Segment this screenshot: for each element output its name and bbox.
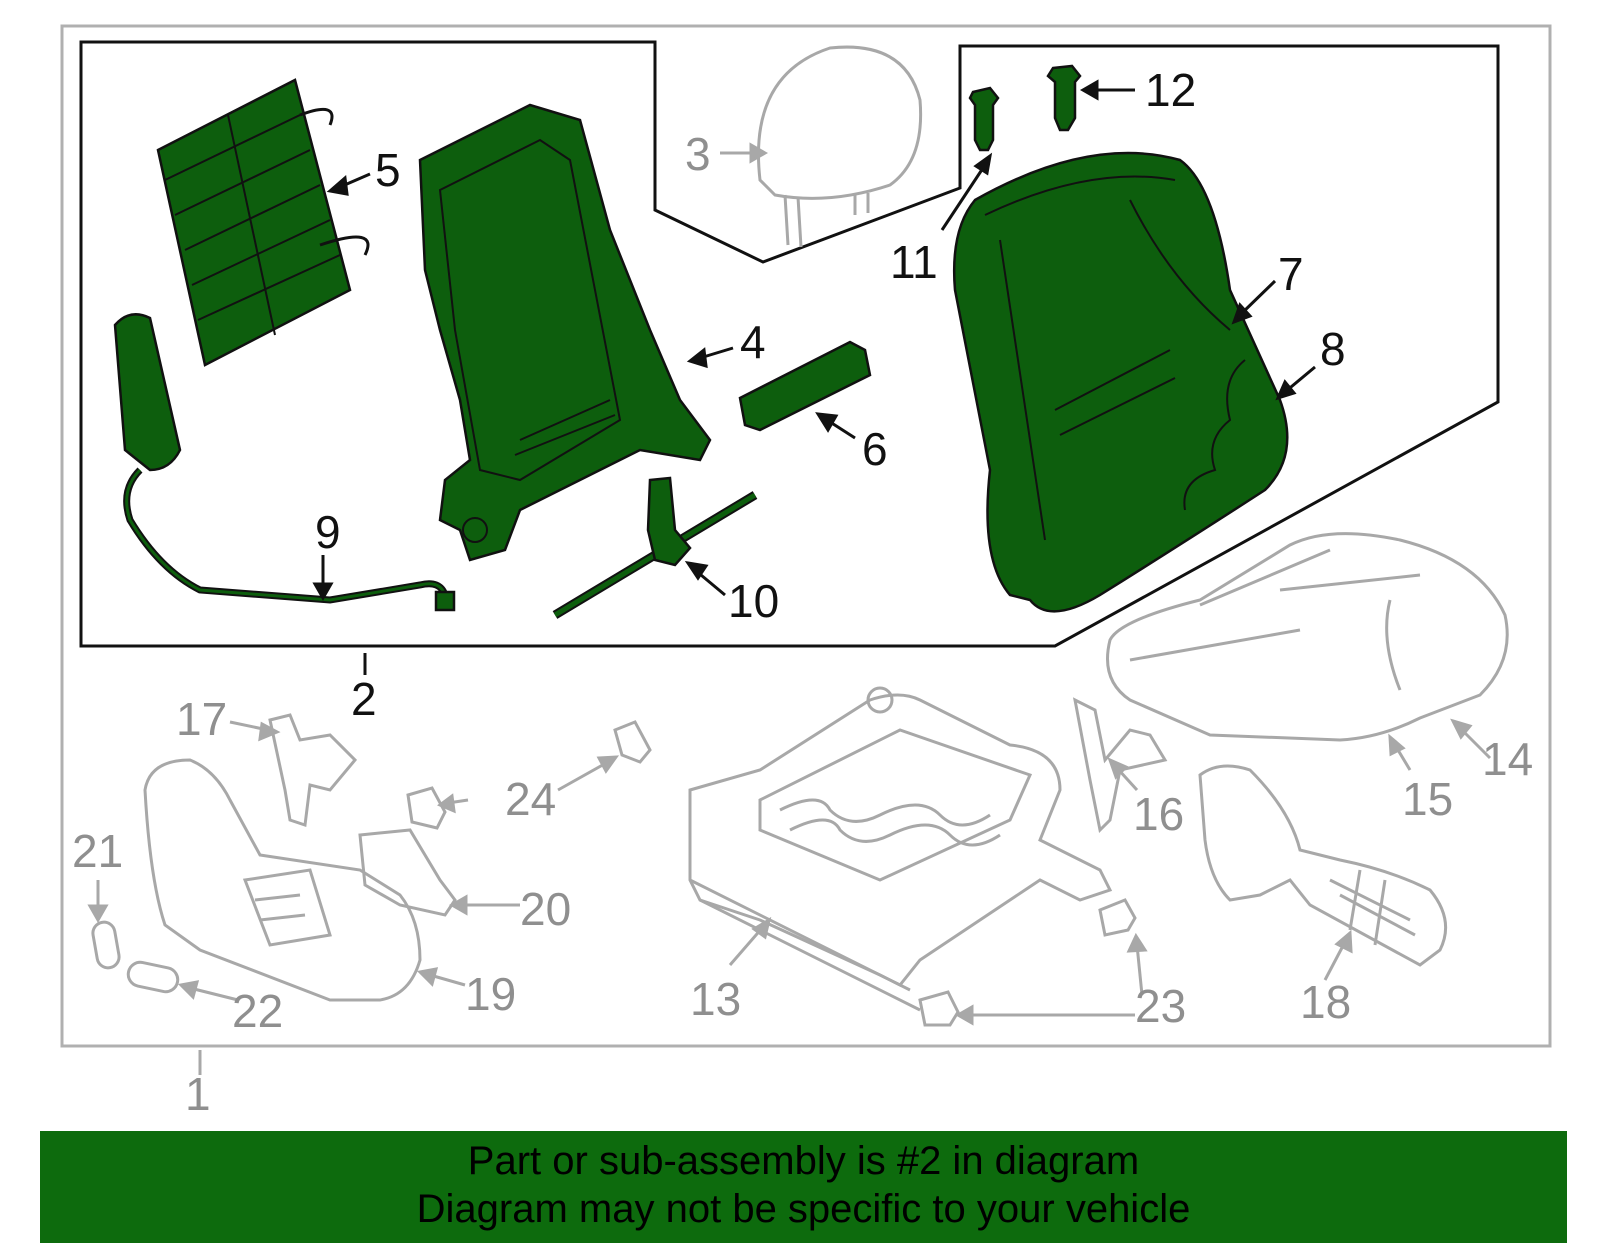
part-10-recliner xyxy=(552,476,758,619)
part-17-bracket xyxy=(268,713,358,828)
info-banner: Part or sub-assembly is #2 in diagram Di… xyxy=(40,1131,1567,1243)
part-22-knob xyxy=(126,960,180,994)
callout-9: 9 xyxy=(315,506,341,558)
callout-20: 20 xyxy=(520,883,571,935)
banner-line-1: Part or sub-assembly is #2 in diagram xyxy=(467,1139,1140,1183)
callout-17: 17 xyxy=(176,693,227,745)
gray-parts xyxy=(91,45,1509,1027)
callout-18: 18 xyxy=(1300,976,1351,1028)
part-24-clip-b xyxy=(406,786,447,830)
callout-12: 12 xyxy=(1145,64,1196,116)
part-19-side-shield xyxy=(143,758,422,1002)
callout-3: 3 xyxy=(685,128,711,180)
callout-11: 11 xyxy=(890,236,938,288)
callout-8: 8 xyxy=(1320,323,1346,375)
callout-2: 2 xyxy=(351,673,377,725)
callout-14: 14 xyxy=(1482,733,1533,785)
part-14-15-seat-cushion xyxy=(1106,532,1509,742)
part-7-8-seatback-cushion xyxy=(952,151,1289,613)
part-11-clip xyxy=(968,86,1000,152)
callout-6: 6 xyxy=(862,423,888,475)
callout-21: 21 xyxy=(72,825,123,877)
part-20-bracket xyxy=(358,828,457,917)
part-3-headrest xyxy=(756,45,923,248)
part-16-bracket xyxy=(1072,697,1168,834)
subassembly-frame-2 xyxy=(79,40,1500,648)
part-23-clip-b xyxy=(918,990,960,1027)
callout-1: 1 xyxy=(185,1068,211,1120)
callout-23: 23 xyxy=(1135,980,1186,1032)
part-18-side-shield xyxy=(1198,764,1448,967)
leaders-black xyxy=(312,79,1316,675)
leaders-gray xyxy=(87,142,1492,1075)
part-4-seatback-frame xyxy=(418,103,712,562)
callout-7: 7 xyxy=(1278,248,1304,300)
part-12-clip xyxy=(1046,64,1082,132)
part-5-lumbar-mat xyxy=(156,78,370,367)
part-24-clip-a xyxy=(613,720,652,764)
callout-24: 24 xyxy=(505,773,556,825)
callout-5: 5 xyxy=(375,144,401,196)
part-6-bracket xyxy=(738,340,872,432)
assembly-frame-1 xyxy=(60,24,1552,1048)
highlighted-parts xyxy=(113,64,1289,619)
callout-4: 4 xyxy=(740,316,766,368)
callout-22: 22 xyxy=(232,985,283,1037)
part-9-airbag-harness xyxy=(113,313,456,612)
callout-19: 19 xyxy=(465,968,516,1020)
part-21-knob xyxy=(91,920,121,970)
callout-13: 13 xyxy=(690,973,741,1025)
callout-10: 10 xyxy=(728,575,779,627)
part-23-clip-a xyxy=(1098,898,1137,937)
part-13-seat-track xyxy=(688,686,1113,1012)
callout-15: 15 xyxy=(1402,773,1453,825)
callout-numbers: 1 2 3 4 5 6 7 8 9 10 11 12 13 14 15 16 1… xyxy=(72,64,1533,1120)
callout-16: 16 xyxy=(1133,788,1184,840)
banner-line-2: Diagram may not be specific to your vehi… xyxy=(416,1187,1191,1231)
